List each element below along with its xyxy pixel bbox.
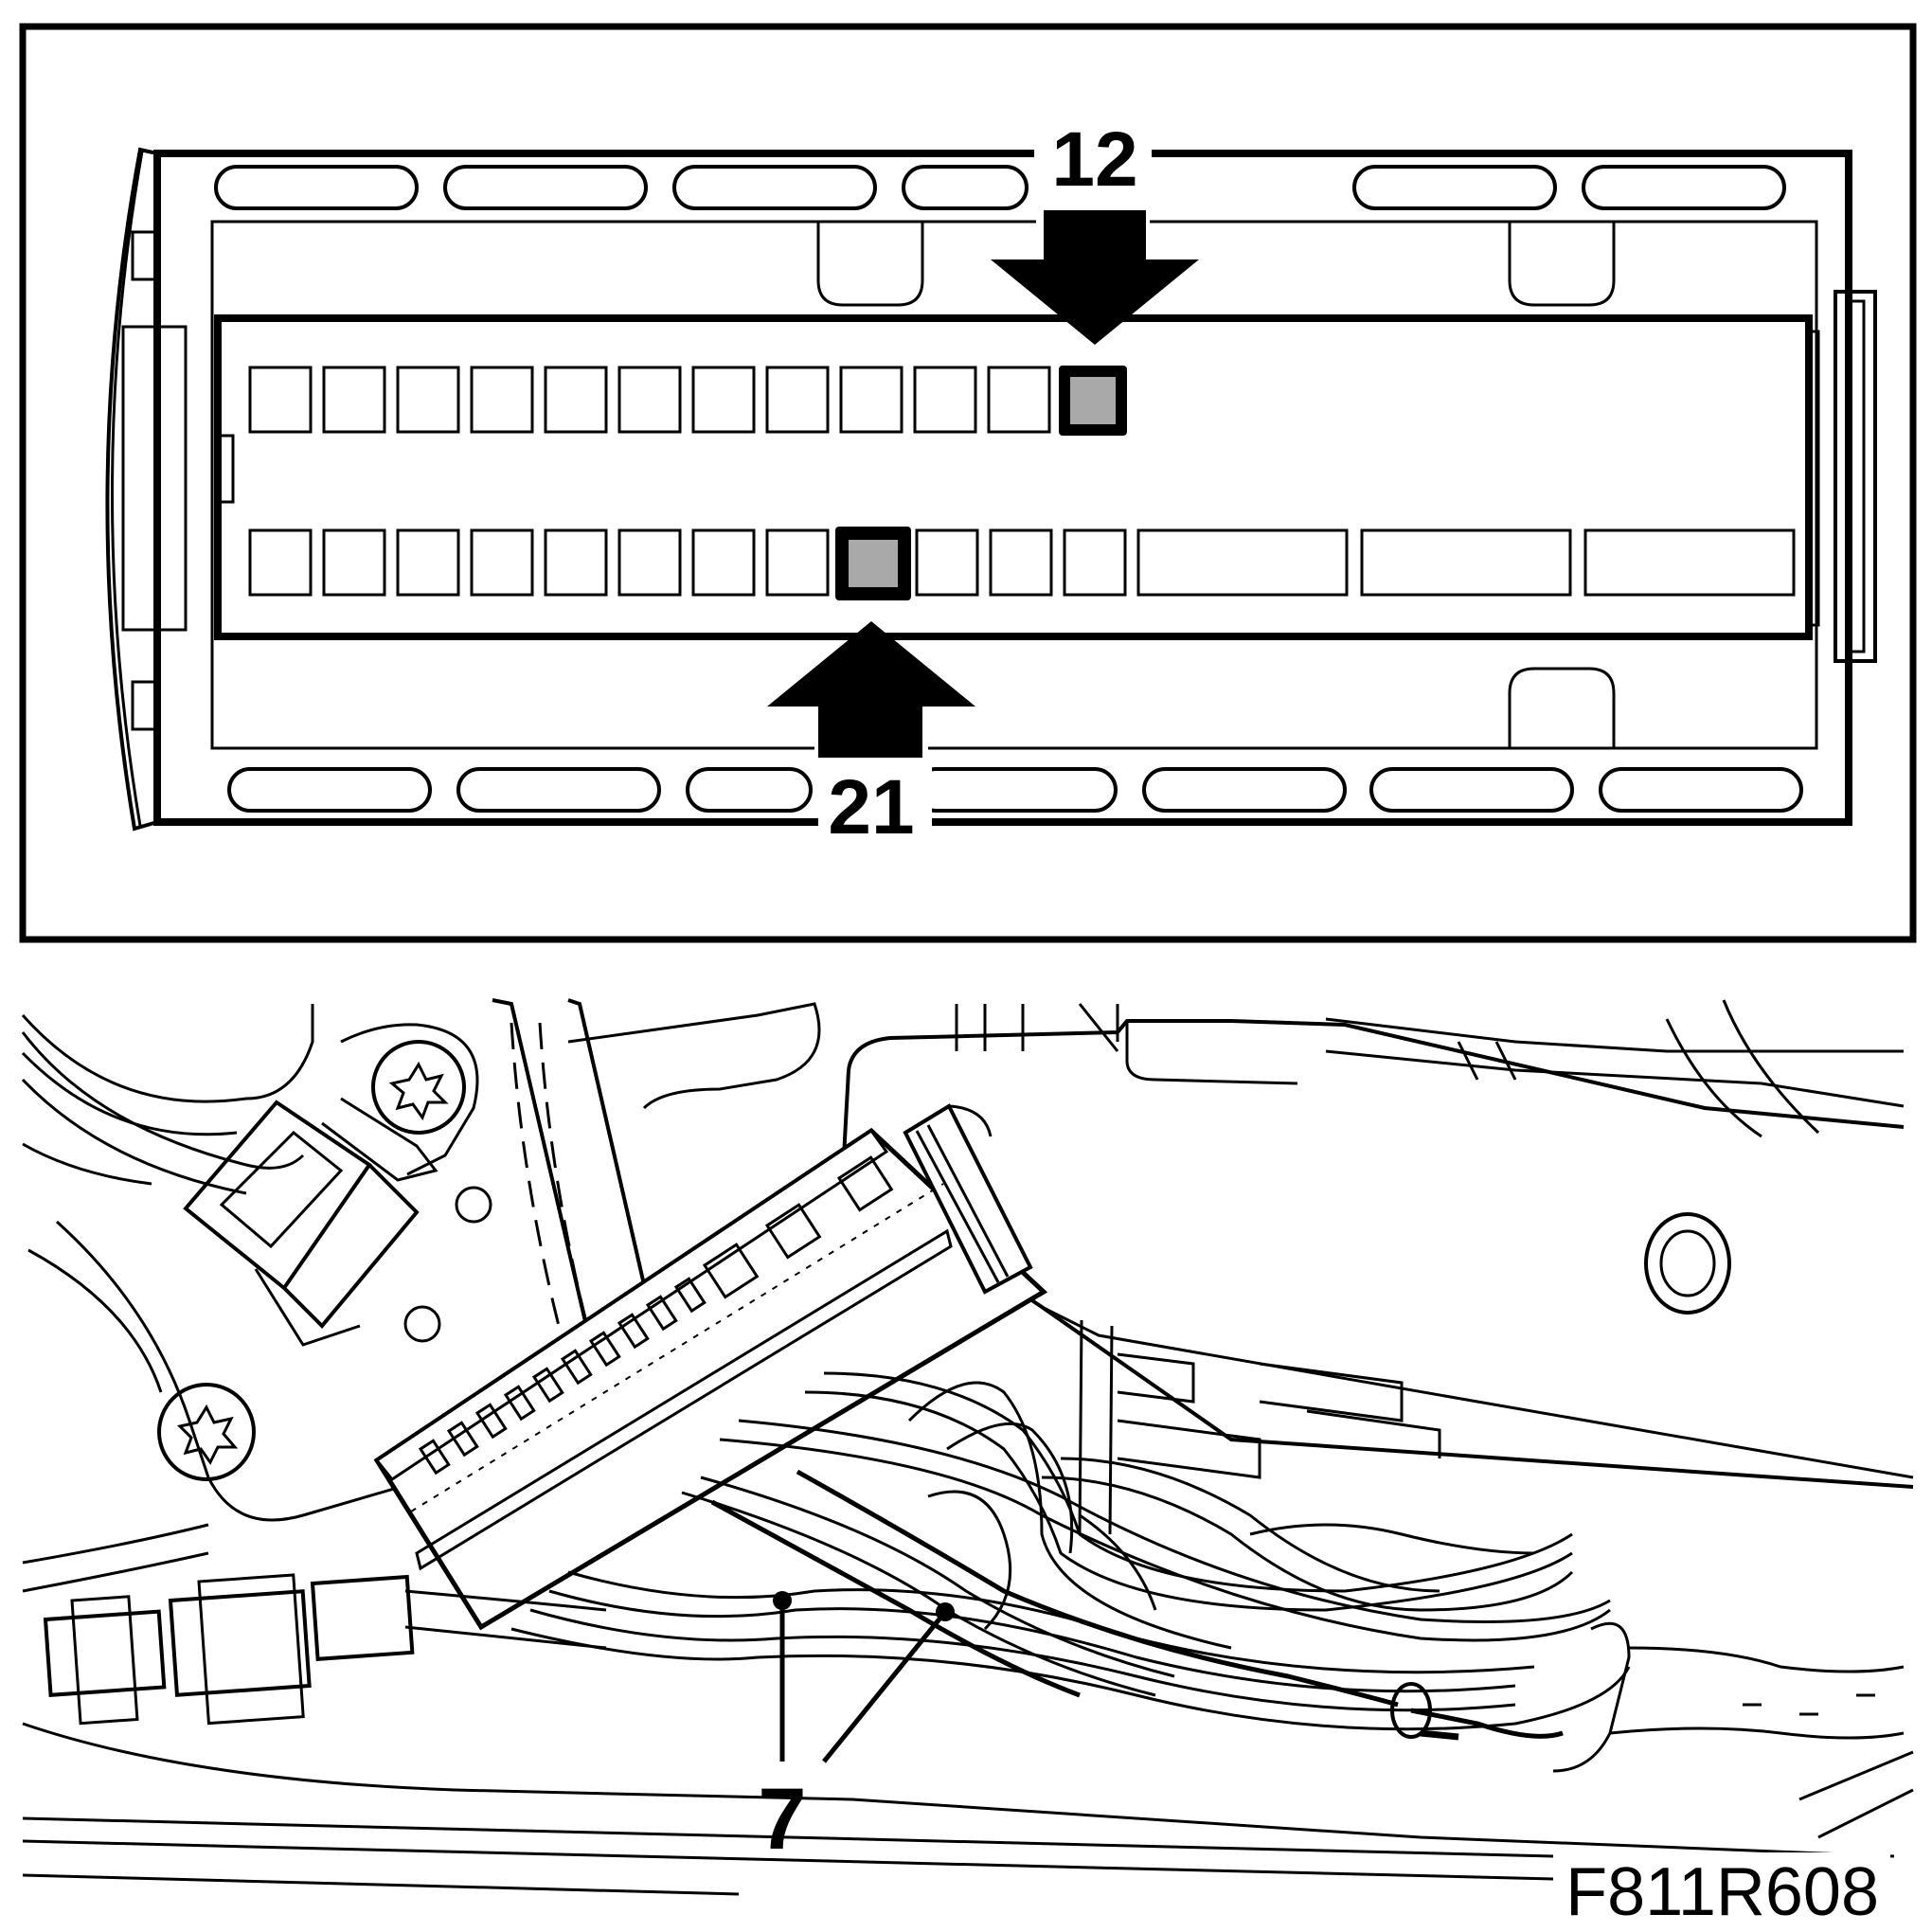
cut-wire-b <box>796 1469 1399 1708</box>
vertical-rail <box>492 998 655 1412</box>
wire-clip-connector <box>183 1097 438 1347</box>
installation-illustration: 7 F811R608 <box>21 998 1914 1930</box>
label-wire-7: 7 <box>758 1771 806 1868</box>
vehicle-structure <box>567 999 1905 1138</box>
bracket-hole <box>1644 1212 1731 1315</box>
lower-inline-connector <box>22 1523 1914 1896</box>
upper-left-wires <box>21 1031 305 1195</box>
control-module-bracket <box>840 1069 1914 1535</box>
label-pin-21: 21 <box>828 764 914 850</box>
callout-7: 7 <box>758 1591 955 1868</box>
pin-row-top <box>248 366 1127 436</box>
main-harness-connector <box>373 1103 1048 1631</box>
pin-row-bottom <box>248 527 1796 600</box>
wire-splice <box>1390 1682 1432 1739</box>
mount-hole-lower <box>403 1305 441 1343</box>
mount-hole <box>455 1186 492 1224</box>
bottom-vent-slots <box>227 767 1803 813</box>
torx-screw-upper <box>371 1040 466 1135</box>
arrow-pin-21 <box>767 621 975 763</box>
wire-harness-bundle <box>510 1371 1905 1773</box>
connector-lock-tab <box>903 1103 1033 1295</box>
top-vent-slots <box>214 165 1786 210</box>
label-pin-12: 12 <box>1051 116 1137 203</box>
torx-screw-lower <box>157 1383 256 1481</box>
figure-code: F811R608 <box>1565 1854 1879 1930</box>
detail-frame <box>19 23 1917 943</box>
connector-pin-openings <box>418 1155 894 1476</box>
connector-housing <box>105 147 1877 832</box>
connector-detail-panel: 12 21 <box>19 23 1917 943</box>
mounting-bracket <box>21 1004 617 1522</box>
arrow-pin-12 <box>991 210 1199 345</box>
cut-wire-a <box>710 1499 1081 1698</box>
